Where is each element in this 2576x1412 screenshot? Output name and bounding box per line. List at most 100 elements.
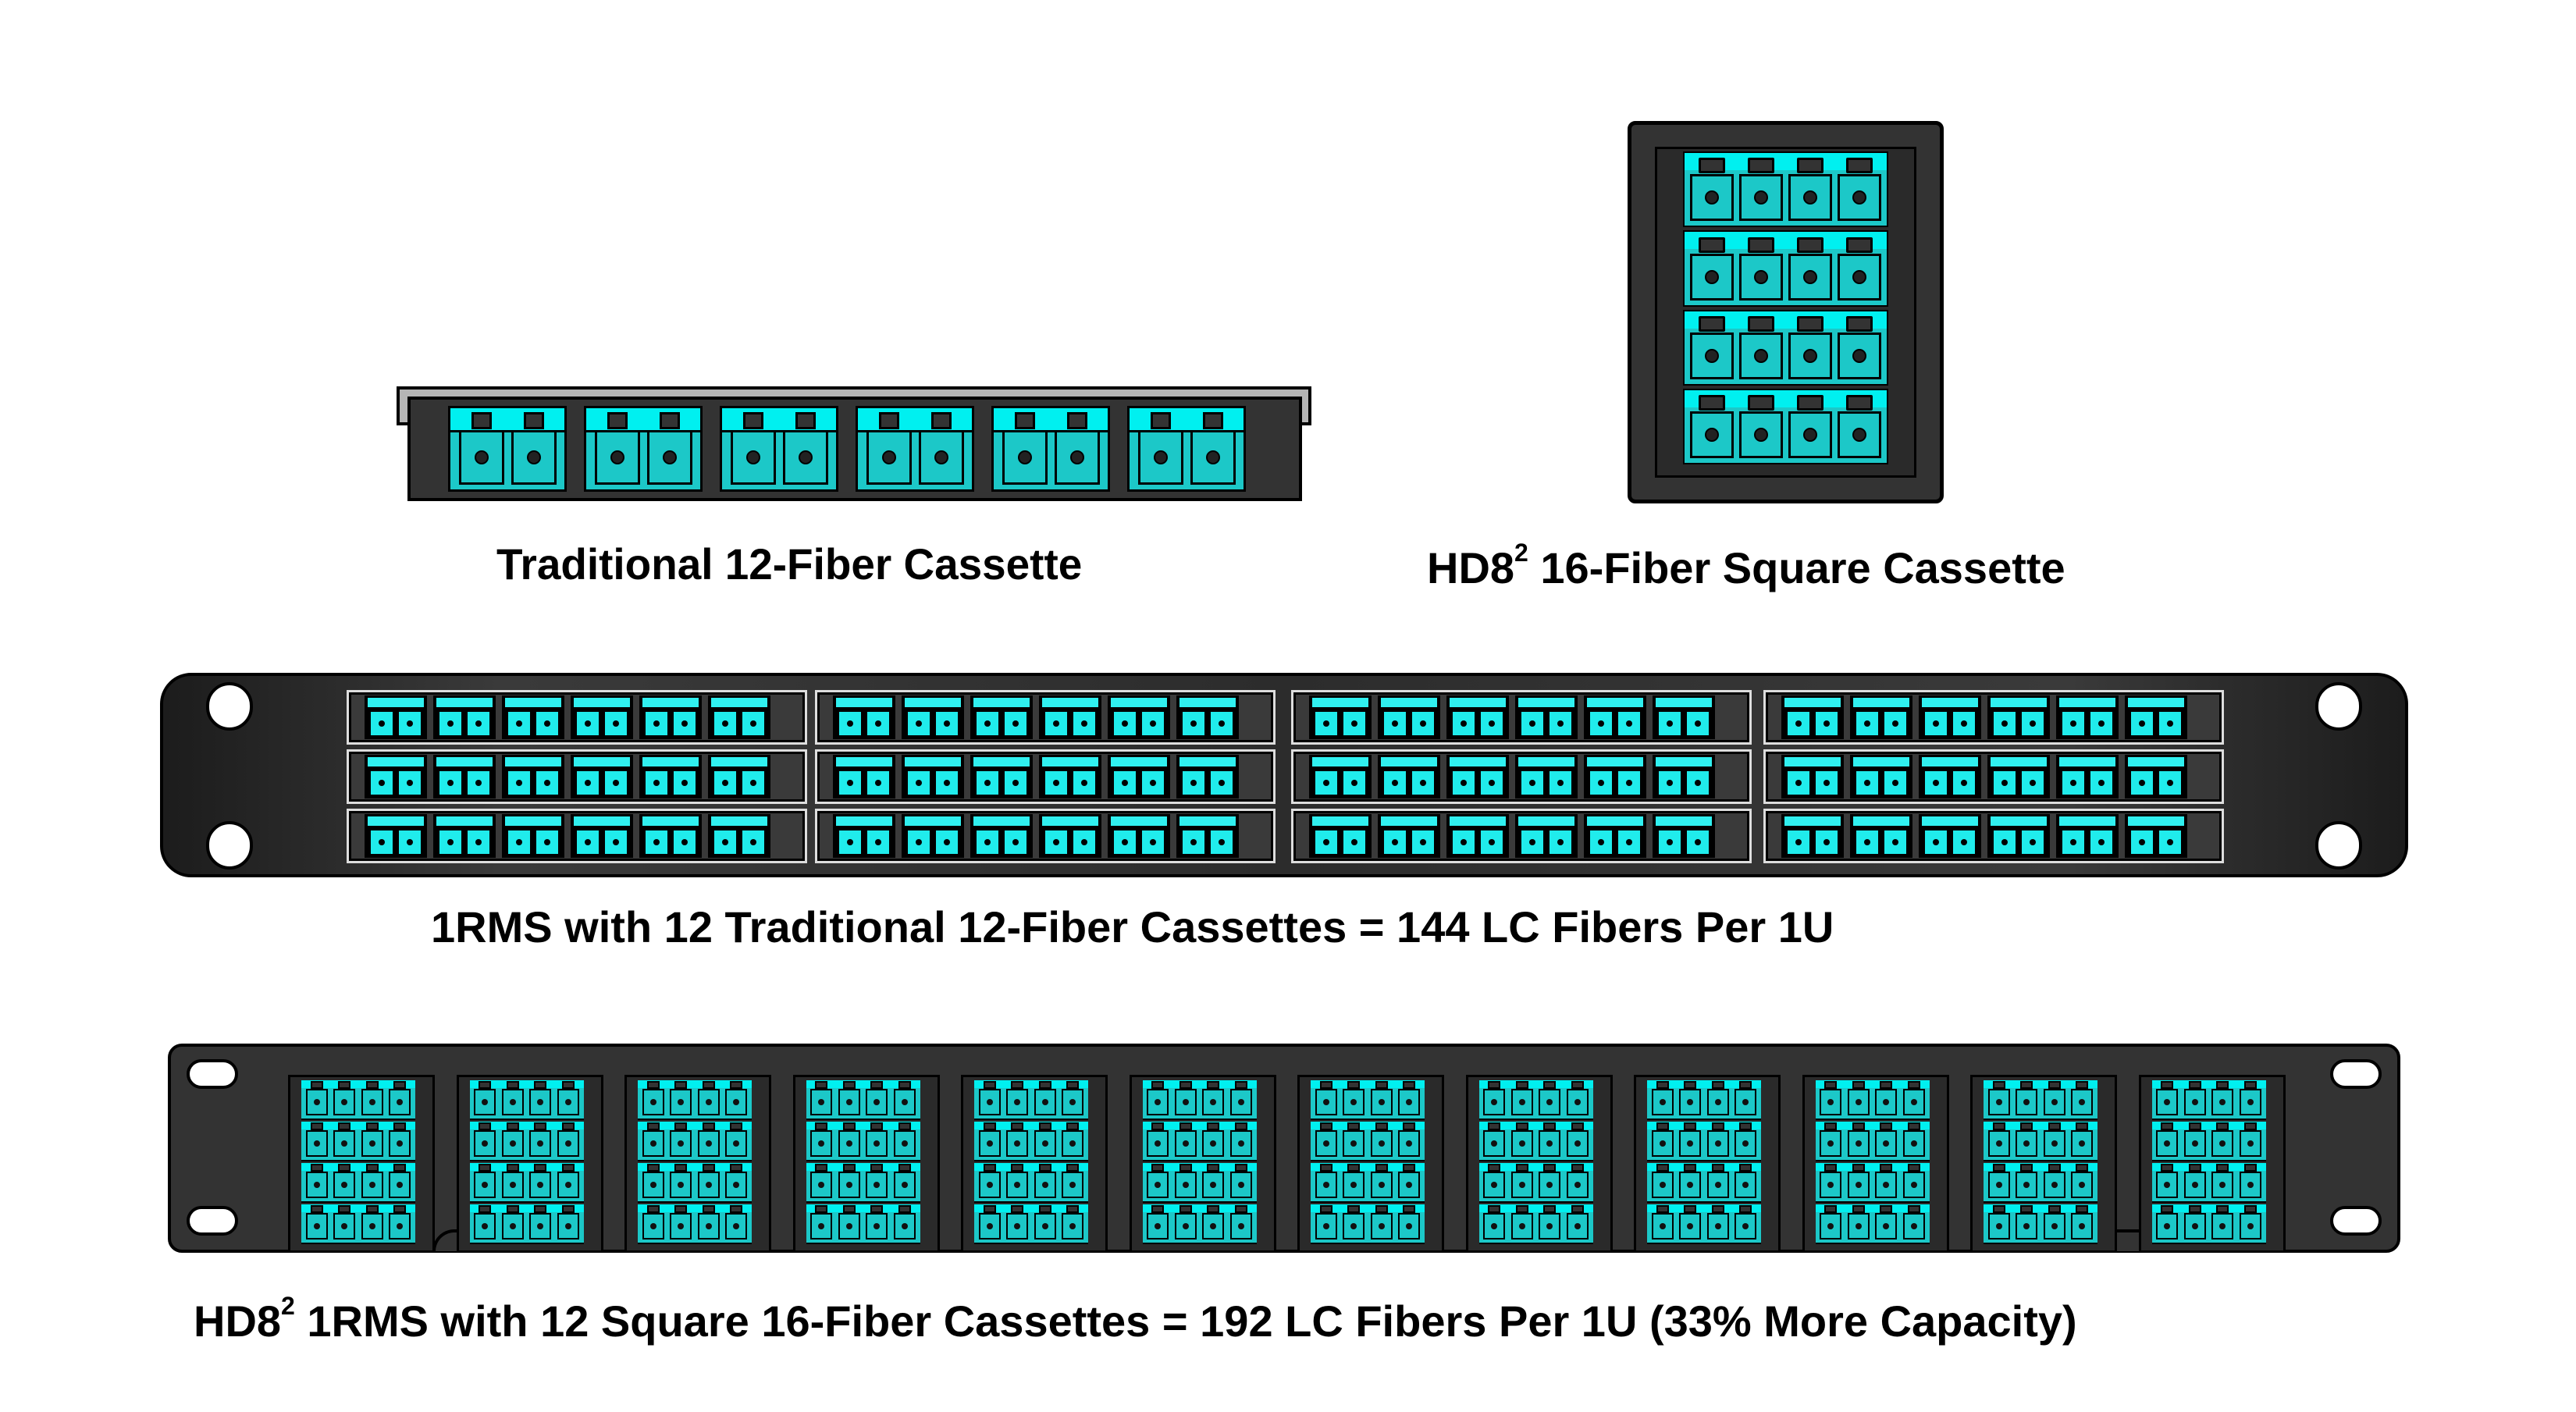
lc-duplex-adapter <box>448 406 567 492</box>
lc-port-icon <box>1034 1122 1056 1157</box>
lc-port-icon <box>978 1164 1001 1198</box>
ferrule-icon <box>653 720 660 727</box>
ferrule-icon <box>1754 428 1769 442</box>
ferrule-icon <box>1351 839 1357 845</box>
ferrule-icon <box>1420 839 1426 845</box>
lc-port-icon <box>1062 1205 1084 1240</box>
square-cassette-port-grid <box>469 1080 584 1244</box>
lc-port-icon <box>1875 1122 1898 1157</box>
lc-port-icon <box>642 1081 664 1115</box>
ferrule-icon <box>1053 839 1059 845</box>
lc-port-icon <box>529 1081 552 1115</box>
ferrule-icon <box>482 1223 489 1229</box>
square-cassette-slot <box>1297 1075 1444 1253</box>
rack-panel-square <box>168 1044 2400 1253</box>
lc-port-row <box>1815 1204 1930 1244</box>
lc-port-row <box>1478 1163 1593 1203</box>
ferrule-icon <box>1892 839 1898 845</box>
ferrule-icon <box>1378 1140 1385 1147</box>
ferrule-icon <box>2219 1182 2226 1188</box>
lc-port-icon <box>1814 829 1839 855</box>
lc-port-icon <box>2183 1205 2206 1240</box>
lc-duplex-adapter <box>902 814 964 858</box>
ferrule-icon <box>447 839 454 845</box>
lc-duplex-adapter <box>1781 755 1844 798</box>
lc-port-icon <box>1690 237 1735 301</box>
lc-port-icon <box>575 770 600 796</box>
ferrule-icon <box>1705 348 1720 363</box>
lc-port-icon <box>1370 1081 1393 1115</box>
lc-port-icon <box>305 1122 328 1157</box>
ferrule-icon <box>1069 450 1084 464</box>
ferrule-icon <box>1995 1223 2002 1229</box>
ferrule-icon <box>1687 1223 1694 1229</box>
lc-port-icon <box>2156 1122 2179 1157</box>
ferrule-icon <box>1742 1140 1749 1147</box>
lc-port-icon <box>1548 770 1573 796</box>
ferrule-icon <box>2098 720 2105 727</box>
lc-port-row <box>1647 1080 1761 1120</box>
lc-port-icon <box>810 1164 833 1198</box>
ferrule-icon <box>649 1099 656 1105</box>
lc-port-icon <box>397 710 422 737</box>
traditional-cassette-slot <box>1291 749 1752 804</box>
lc-port-icon <box>1786 710 1811 737</box>
lc-port-icon <box>838 1205 860 1240</box>
ferrule-icon <box>916 839 922 845</box>
ferrule-icon <box>1153 450 1168 464</box>
lc-port-icon <box>1044 770 1069 796</box>
ferrule-icon <box>845 1223 852 1229</box>
ferrule-icon <box>2079 1182 2086 1188</box>
lc-port-icon <box>1190 412 1236 485</box>
ferrule-icon <box>1995 1099 2002 1105</box>
lc-port-row <box>1647 1122 1761 1161</box>
lc-port-icon <box>1883 829 1908 855</box>
square-cassette-port-grid <box>1478 1080 1593 1244</box>
lc-port-row <box>301 1163 415 1203</box>
lc-port-icon <box>866 770 891 796</box>
lc-port-icon <box>2020 829 2045 855</box>
traditional-cassette-slot <box>1763 809 2224 863</box>
square-cassette-slot <box>961 1075 1108 1253</box>
ferrule-icon <box>1705 190 1720 205</box>
lc-port-icon <box>975 829 1000 855</box>
ferrule-icon <box>1489 839 1495 845</box>
ferrule-icon <box>818 1182 825 1188</box>
lc-port-icon <box>1314 710 1339 737</box>
square-cassette-slot <box>1634 1075 1781 1253</box>
ferrule-icon <box>1012 720 1019 727</box>
mounting-slot-icon <box>2330 1206 2382 1236</box>
lc-port-icon <box>1003 770 1028 796</box>
lc-port-icon <box>1411 829 1436 855</box>
lc-port-icon <box>1181 770 1206 796</box>
lc-port-icon <box>333 1122 356 1157</box>
ferrule-icon <box>1351 720 1357 727</box>
ferrule-icon <box>722 839 728 845</box>
lc-port-icon <box>2043 1164 2065 1198</box>
ferrule-icon <box>1598 839 1604 845</box>
square-cassette-port-grid <box>806 1080 920 1244</box>
ferrule-icon <box>847 720 853 727</box>
ferrule-icon <box>2051 1099 2058 1105</box>
ferrule-icon <box>341 1140 348 1147</box>
ferrule-icon <box>2191 1182 2198 1188</box>
lc-duplex-adapter <box>1653 695 1715 739</box>
ferrule-icon <box>750 839 756 845</box>
lc-port-icon <box>1566 1081 1589 1115</box>
ferrule-icon <box>1910 1182 1917 1188</box>
ferrule-icon <box>1014 1182 1021 1188</box>
lc-port-icon <box>1006 1164 1029 1198</box>
ferrule-icon <box>733 1223 740 1229</box>
lc-port-icon <box>603 710 628 737</box>
lc-port-icon <box>1451 710 1476 737</box>
ferrule-icon <box>1795 839 1802 845</box>
ferrule-icon <box>1827 1140 1834 1147</box>
lc-port-row <box>1311 1122 1425 1161</box>
lc-port-icon <box>697 1122 720 1157</box>
lc-duplex-adapter <box>502 814 564 858</box>
lc-port-icon <box>1617 829 1642 855</box>
lc-duplex-adapter <box>1919 695 1981 739</box>
ferrule-icon <box>397 1182 404 1188</box>
ferrule-icon <box>341 1223 348 1229</box>
lc-port-icon <box>725 1164 748 1198</box>
